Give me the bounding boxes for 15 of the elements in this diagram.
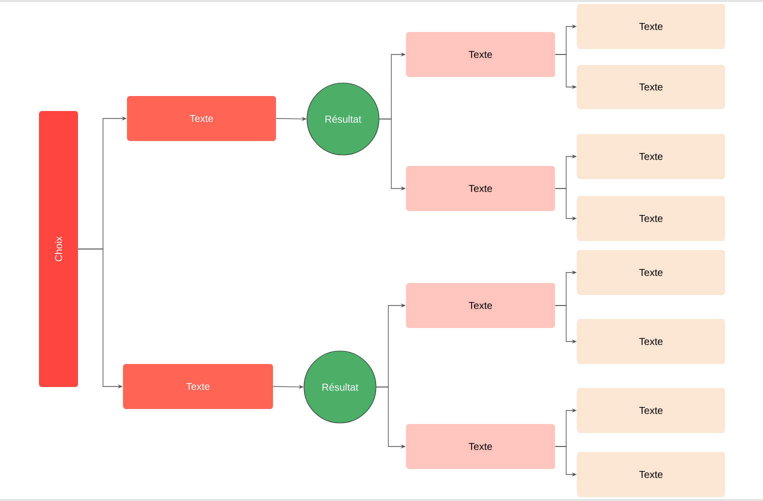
text-box: Texte — [577, 250, 725, 295]
text-box: Texte — [577, 4, 725, 49]
option-box: Texte — [127, 96, 276, 141]
text-box: Texte — [577, 134, 725, 179]
text-box: Texte — [406, 166, 555, 211]
text-box: Texte — [406, 32, 555, 77]
choice-bar: Choix — [39, 111, 78, 387]
text-box: Texte — [577, 65, 725, 109]
text-box: Texte — [406, 424, 555, 469]
text-box: Texte — [577, 452, 725, 497]
text-box: Texte — [577, 196, 725, 241]
text-box: Texte — [577, 388, 725, 433]
text-box: Texte — [406, 283, 555, 328]
text-box: Texte — [577, 319, 725, 364]
option-box: Texte — [123, 364, 273, 409]
